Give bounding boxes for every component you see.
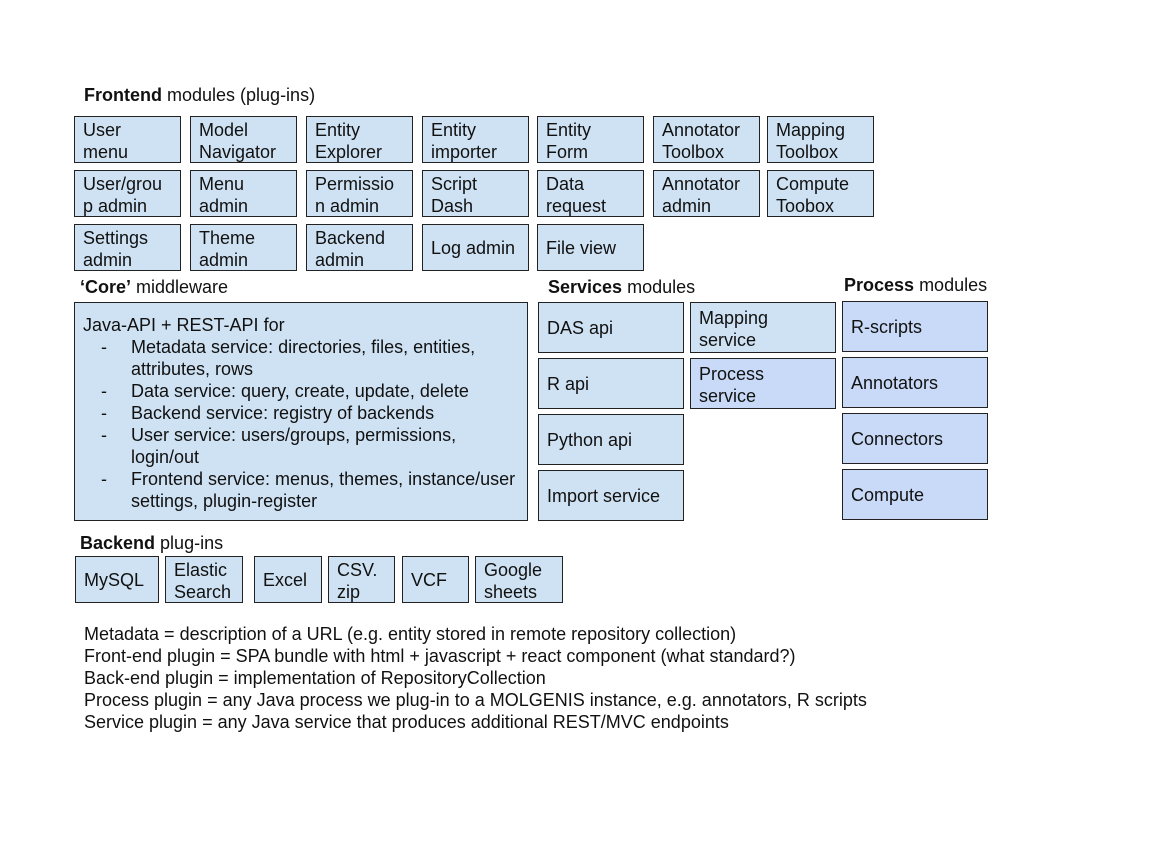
backend-plugin: VCF: [402, 556, 469, 603]
frontend-module-label: Backend admin: [315, 228, 386, 270]
frontend-module-label: Script Dash: [431, 174, 478, 216]
service-module: Python api: [538, 414, 684, 465]
core-heading-bold: ‘Core’: [80, 277, 132, 297]
core-service-item: Metadata service: directories, files, en…: [83, 336, 519, 380]
frontend-module: Log admin: [422, 224, 529, 271]
frontend-module-label: Settings admin: [83, 228, 149, 270]
frontend-module: Menu admin: [190, 170, 297, 217]
frontend-module: Theme admin: [190, 224, 297, 271]
backend-heading: Backend plug-ins: [80, 533, 223, 553]
frontend-heading: Frontend modules (plug-ins): [84, 85, 315, 105]
process-module-label: R-scripts: [851, 316, 922, 337]
backend-plugin-label: CSV. zip: [337, 560, 378, 602]
backend-plugin: MySQL: [75, 556, 159, 603]
frontend-module-label: User menu: [83, 120, 129, 162]
definition-line: Service plugin = any Java service that p…: [84, 712, 729, 732]
backend-plugin-label: Elastic Search: [174, 560, 232, 602]
process-module-label: Compute: [851, 484, 925, 505]
process-module: R-scripts: [842, 301, 988, 352]
frontend-module-label: Annotator Toolbox: [662, 120, 741, 162]
service-module-label: Mapping service: [699, 308, 769, 350]
frontend-module: User menu: [74, 116, 181, 163]
backend-plugin-label: Google sheets: [484, 560, 543, 602]
frontend-module-label: Mapping Toolbox: [776, 120, 846, 162]
core-service-list: Metadata service: directories, files, en…: [83, 336, 519, 512]
service-module-label: Import service: [547, 485, 661, 506]
frontend-heading-bold: Frontend: [84, 85, 162, 105]
core-service-item: Data service: query, create, update, del…: [83, 380, 519, 402]
process-module: Compute: [842, 469, 988, 520]
frontend-module-label: Menu admin: [199, 174, 249, 216]
services-heading-rest: modules: [622, 277, 696, 297]
backend-plugin: CSV. zip: [328, 556, 395, 603]
backend-plugin: Elastic Search: [165, 556, 243, 603]
frontend-module-label: Entity importer: [431, 120, 498, 162]
service-module: Process service: [690, 358, 836, 409]
frontend-module: Data request: [537, 170, 644, 217]
service-module: Mapping service: [690, 302, 836, 353]
backend-plugin-label: VCF: [411, 569, 447, 590]
backend-heading-bold: Backend: [80, 533, 156, 553]
frontend-module-label: User/grou p admin: [83, 174, 163, 216]
definitions-legend: Metadata = description of a URL (e.g. en…: [84, 623, 867, 733]
frontend-module-label: Entity Explorer: [315, 120, 383, 162]
backend-plugin: Excel: [254, 556, 322, 603]
core-heading: ‘Core’ middleware: [80, 277, 228, 297]
services-heading: Services modules: [548, 277, 695, 297]
core-service-item: Frontend service: menus, themes, instanc…: [83, 468, 519, 512]
core-service-item: Backend service: registry of backends: [83, 402, 519, 424]
core-service-item: User service: users/groups, permissions,…: [83, 424, 519, 468]
frontend-heading-rest: modules (plug-ins): [162, 85, 316, 105]
frontend-module-label: Theme admin: [199, 228, 256, 270]
services-heading-bold: Services: [548, 277, 623, 297]
frontend-module: Permissio n admin: [306, 170, 413, 217]
core-middleware-box: Java-API + REST-API for Metadata service…: [74, 302, 528, 521]
frontend-module: User/grou p admin: [74, 170, 181, 217]
process-module: Connectors: [842, 413, 988, 464]
process-heading-rest: modules: [914, 275, 988, 295]
definition-line: Front-end plugin = SPA bundle with html …: [84, 646, 796, 666]
frontend-module: Entity Form: [537, 116, 644, 163]
service-module-label: DAS api: [547, 317, 614, 338]
frontend-module-label: Log admin: [431, 237, 516, 258]
frontend-module: Entity Explorer: [306, 116, 413, 163]
process-heading: Process modules: [844, 275, 987, 295]
service-module-label: Python api: [547, 429, 633, 450]
process-module-label: Connectors: [851, 428, 944, 449]
frontend-module: Annotator admin: [653, 170, 760, 217]
backend-plugin: Google sheets: [475, 556, 563, 603]
backend-plugin-label: Excel: [263, 569, 308, 590]
definition-line: Metadata = description of a URL (e.g. en…: [84, 624, 737, 644]
process-module: Annotators: [842, 357, 988, 408]
service-module-label: Process service: [699, 364, 765, 406]
process-heading-bold: Process: [844, 275, 915, 295]
service-module: DAS api: [538, 302, 684, 353]
frontend-module-label: Permissio n admin: [315, 174, 395, 216]
frontend-module: File view: [537, 224, 644, 271]
frontend-module: Settings admin: [74, 224, 181, 271]
backend-heading-rest: plug-ins: [155, 533, 224, 553]
core-heading-rest: middleware: [131, 277, 229, 297]
frontend-module: Backend admin: [306, 224, 413, 271]
process-module-label: Annotators: [851, 372, 939, 393]
frontend-module: Mapping Toolbox: [767, 116, 874, 163]
service-module: Import service: [538, 470, 684, 521]
frontend-module-label: Compute Toobox: [776, 174, 850, 216]
frontend-module-label: Entity Form: [546, 120, 592, 162]
frontend-module: Entity importer: [422, 116, 529, 163]
frontend-module-label: Data request: [546, 174, 607, 216]
frontend-module: Compute Toobox: [767, 170, 874, 217]
frontend-module-label: Model Navigator: [199, 120, 277, 162]
frontend-module: Model Navigator: [190, 116, 297, 163]
service-module-label: R api: [547, 373, 590, 394]
frontend-module-label: Annotator admin: [662, 174, 741, 216]
frontend-module-label: File view: [546, 237, 617, 258]
core-title: Java-API + REST-API for: [83, 315, 285, 335]
frontend-module: Script Dash: [422, 170, 529, 217]
frontend-module: Annotator Toolbox: [653, 116, 760, 163]
service-module: R api: [538, 358, 684, 409]
definition-line: Back-end plugin = implementation of Repo…: [84, 668, 546, 688]
backend-plugin-label: MySQL: [84, 569, 145, 590]
definition-line: Process plugin = any Java process we plu…: [84, 690, 867, 710]
